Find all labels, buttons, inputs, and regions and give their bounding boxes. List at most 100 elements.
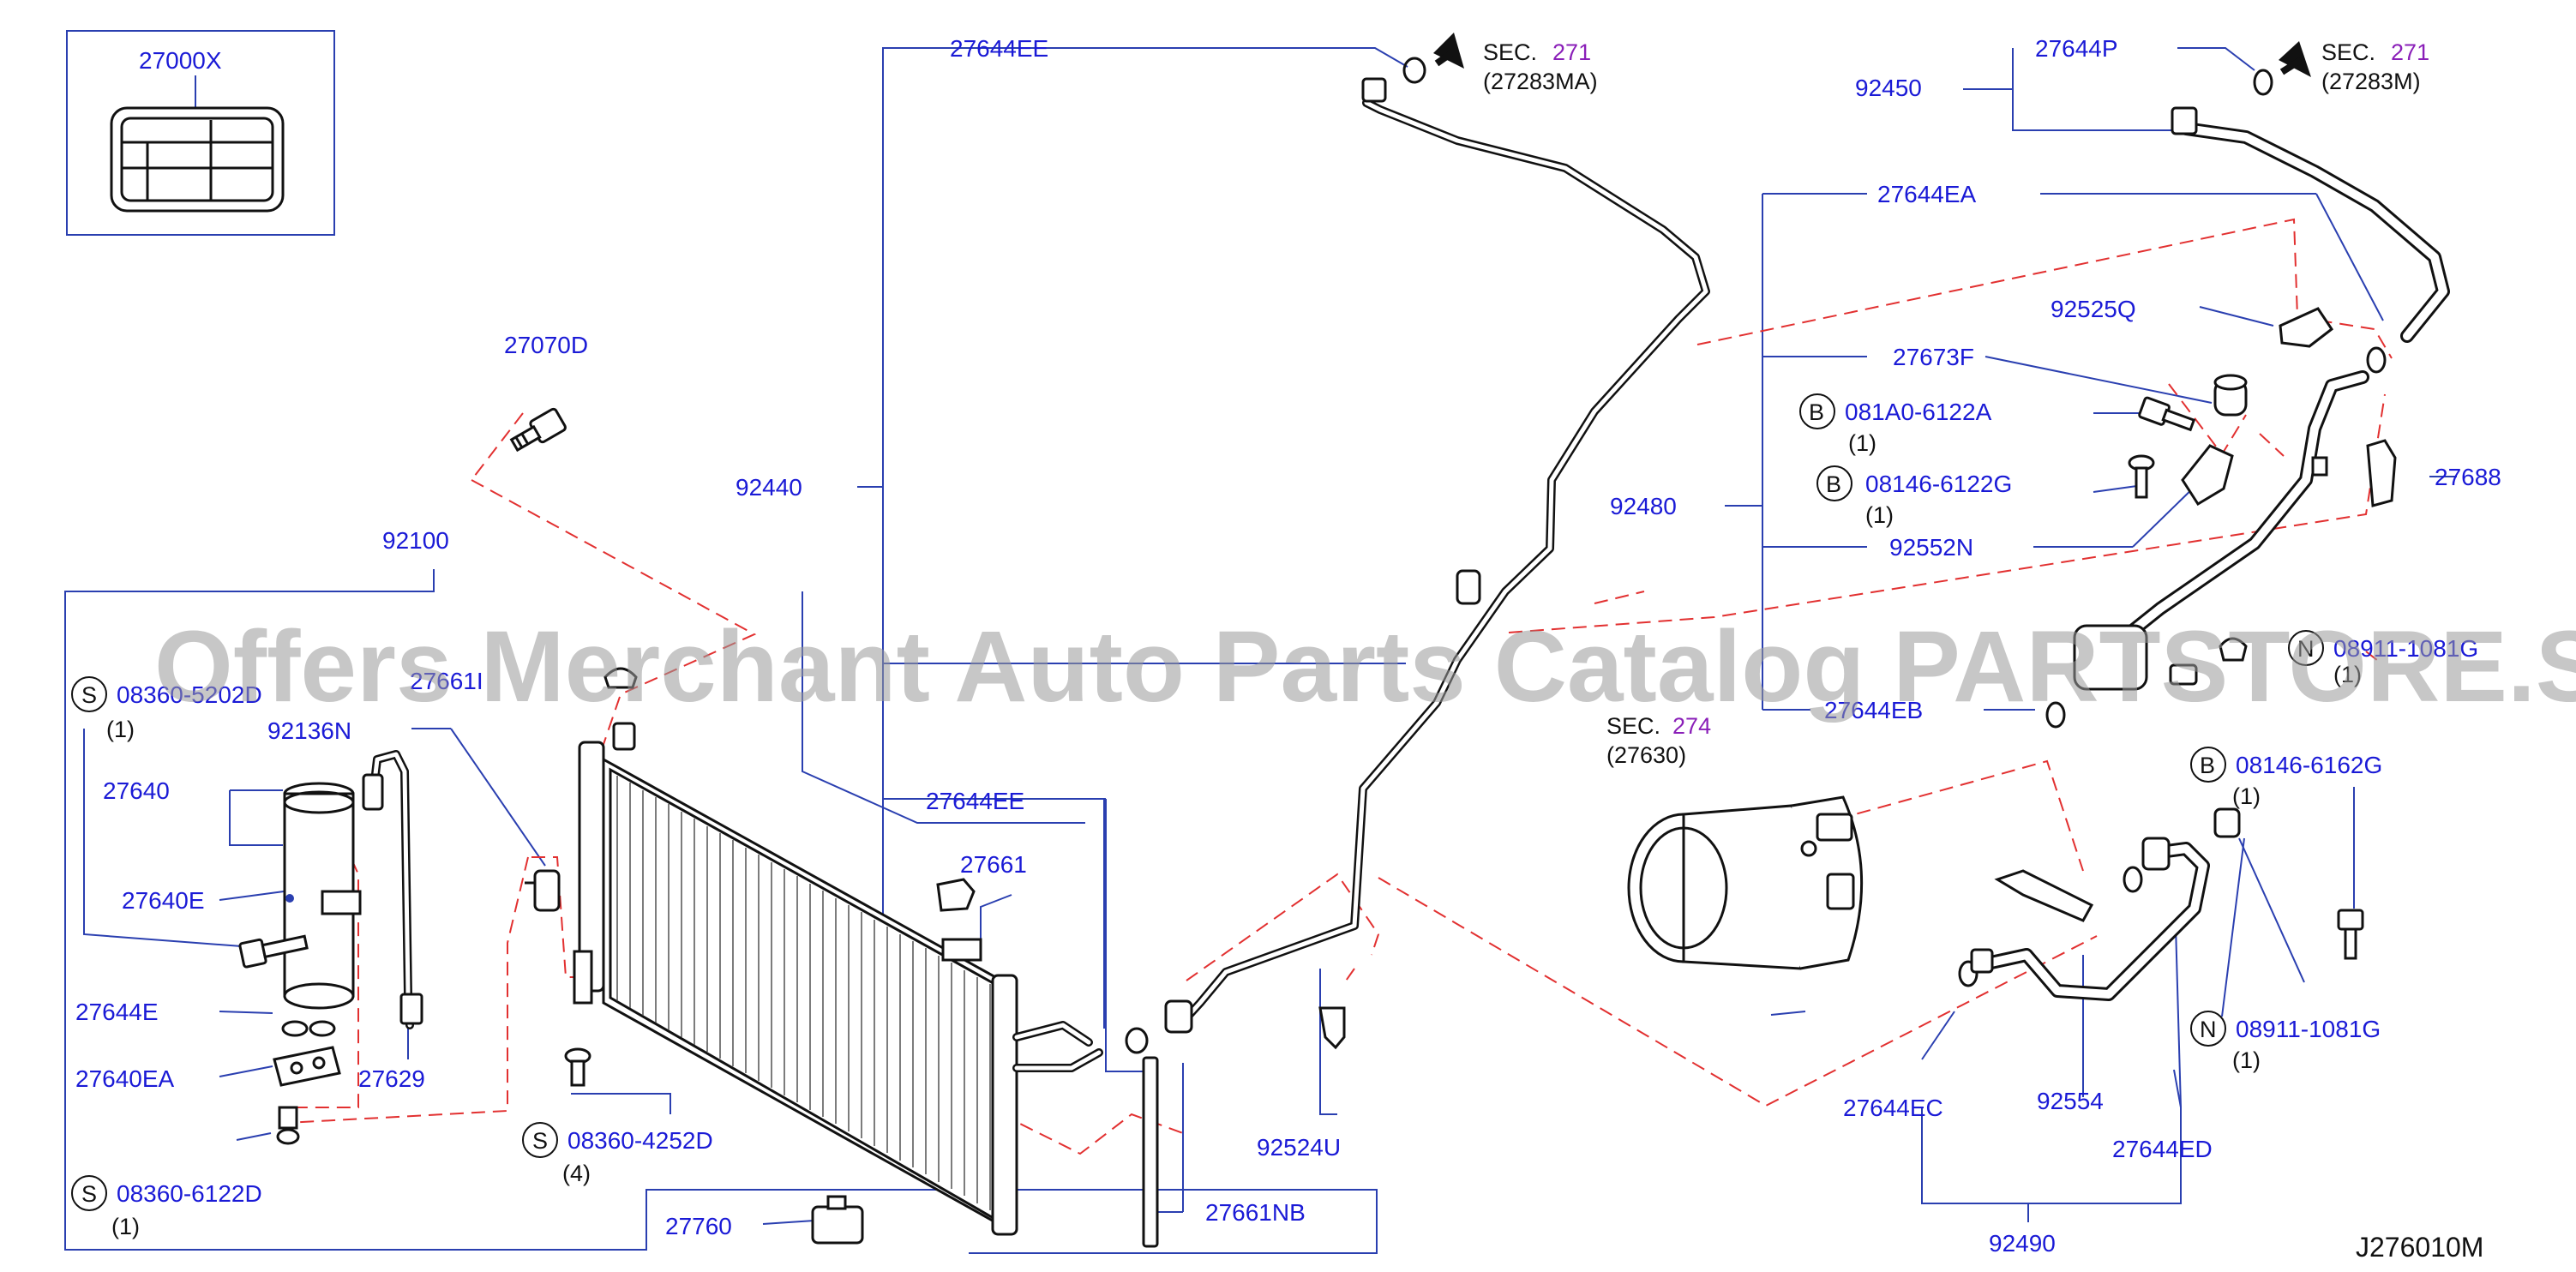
label-27644EC[interactable]: 27644EC [1843, 1095, 1943, 1121]
nut-icon [2213, 807, 2241, 838]
receiver-drier-icon [283, 782, 362, 1010]
label-92136N[interactable]: 92136N [267, 717, 351, 744]
label-27644EB[interactable]: 27644EB [1824, 697, 1923, 723]
bolt-icon [564, 1047, 591, 1087]
bolt-icon [238, 934, 309, 969]
fastener-qty: (1) [2232, 783, 2261, 809]
label-27640EA[interactable]: 27640EA [75, 1065, 175, 1092]
o-ring-icon [281, 1020, 336, 1037]
fastener-08360-6122D[interactable]: 08360-6122D [117, 1180, 262, 1207]
sensor-icon [525, 869, 561, 912]
label-92450[interactable]: 92450 [1855, 75, 1922, 101]
bracket-icon [2181, 444, 2234, 507]
clip-icon [603, 667, 638, 689]
label-92554[interactable]: 92554 [2037, 1088, 2104, 1114]
leader-lines [64, 30, 2457, 1254]
o-ring-icon [1958, 69, 2387, 987]
fastener-prefix: B [2200, 753, 2215, 778]
fastener-qty: (1) [1865, 502, 1894, 528]
clip-icon [936, 878, 976, 912]
cap-icon [2213, 374, 2248, 417]
label-27644EE-top[interactable]: 27644EE [950, 35, 1048, 62]
fastener-08146-6162G[interactable]: 08146-6162G [2236, 752, 2382, 778]
label-27644EE-mid[interactable]: 27644EE [926, 788, 1024, 814]
label-27629[interactable]: 27629 [358, 1065, 425, 1092]
fastener-qty: (1) [2333, 662, 2362, 687]
section-ref-2[interactable]: SEC.271 [2321, 39, 2429, 65]
label-27644P[interactable]: 27644P [2035, 35, 2118, 62]
condenser-icon [573, 722, 1103, 1236]
label-27688[interactable]: 27688 [2435, 464, 2501, 490]
fastener-qty: (1) [111, 1214, 140, 1239]
fastener-prefix: N [2200, 1017, 2217, 1042]
label-92440[interactable]: 92440 [736, 474, 802, 501]
fastener-prefix: B [1826, 471, 1841, 497]
arrow-icon [1433, 33, 1464, 69]
fastener-08911-1081G-lower[interactable]: 08911-1081G [2236, 1016, 2381, 1042]
label-92490[interactable]: 92490 [1989, 1230, 2056, 1257]
pressure-hose-icon [362, 750, 423, 1029]
bolt-icon [2311, 456, 2328, 477]
label-92480[interactable]: 92480 [1610, 493, 1677, 519]
watermark-text: Offers Merchant Auto Parts Catalog PARTS… [154, 610, 2576, 723]
fastener-prefix: N [2297, 636, 2315, 662]
label-card-icon [110, 106, 285, 213]
label-27070D[interactable]: 27070D [504, 332, 588, 358]
fastener-08360-4252D[interactable]: 08360-4252D [567, 1127, 713, 1154]
bolt-icon [2337, 909, 2364, 960]
label-27640[interactable]: 27640 [103, 777, 170, 804]
clip-icon [1318, 1006, 1346, 1050]
label-27673F[interactable]: 27673F [1893, 344, 1974, 370]
label-27000X[interactable]: 27000X [139, 47, 222, 74]
seal-strip-icon [1142, 1056, 1159, 1248]
section-ref-1-sub: (27283MA) [1483, 69, 1598, 94]
label-27640E[interactable]: 27640E [122, 887, 205, 914]
fastener-08146-6122G[interactable]: 08146-6122G [1865, 471, 2012, 497]
section-ref-2-sub: (27283M) [2321, 69, 2421, 94]
fastener-qty: (4) [562, 1161, 591, 1186]
bolt-icon [276, 1106, 300, 1145]
fastener-prefix: S [81, 682, 97, 708]
section-references: SEC.271 (27283MA) SEC.271 (27283M) SEC.2… [1483, 39, 2429, 768]
o-ring-icon [1125, 57, 1426, 1054]
part-labels: 27000X 27070D 92100 27661I 92136N 27640 … [75, 35, 2501, 1257]
label-27661[interactable]: 27661 [960, 851, 1027, 878]
nut-icon [2219, 637, 2248, 662]
fastener-081A0-6122A[interactable]: 081A0-6122A [1845, 399, 1992, 425]
diagram-reference-code: J276010M [2356, 1232, 2483, 1263]
fastener-prefix: S [81, 1181, 97, 1207]
label-92100[interactable]: 92100 [382, 527, 449, 554]
section-ref-3[interactable]: SEC.274 [1606, 713, 1711, 739]
label-92525Q[interactable]: 92525Q [2051, 296, 2136, 322]
hose-92450 [2171, 106, 2450, 343]
fastener-08360-5202D[interactable]: 08360-5202D [117, 681, 262, 708]
fastener-08911-1081G[interactable]: 08911-1081G [2333, 635, 2478, 662]
label-27661I[interactable]: 27661I [410, 668, 483, 694]
bracket-icon [273, 1046, 341, 1087]
label-27644EA[interactable]: 27644EA [1877, 181, 1977, 207]
arrow-icon [2279, 41, 2311, 77]
label-92552N[interactable]: 92552N [1889, 534, 1973, 561]
bolt-icon [509, 407, 567, 453]
fastener-qty: (1) [2232, 1047, 2261, 1073]
fastener-prefix: B [1809, 399, 1824, 425]
bolt-icon [2128, 454, 2155, 499]
hose-92480 [2073, 370, 2369, 691]
section-ref-1[interactable]: SEC.271 [1483, 39, 1591, 65]
clip-icon [2366, 439, 2397, 507]
bolt-icon [2138, 396, 2196, 432]
label-92524U[interactable]: 92524U [1257, 1134, 1341, 1161]
label-27760[interactable]: 27760 [665, 1213, 732, 1239]
section-ref-3-sub: (27630) [1606, 742, 1686, 768]
clip-icon [2279, 307, 2334, 348]
label-27644E[interactable]: 27644E [75, 999, 159, 1025]
fastener-callouts: S 08360-5202D (1) S 08360-4252D (4) S 08… [71, 393, 2478, 1239]
hose-92490 [1970, 837, 2210, 1001]
pipe-92440 [1164, 77, 1710, 1034]
fastener-prefix: S [532, 1128, 548, 1154]
compressor-icon [1627, 795, 1864, 970]
label-27661NB[interactable]: 27661NB [1205, 1199, 1306, 1226]
label-27644ED[interactable]: 27644ED [2112, 1136, 2213, 1162]
